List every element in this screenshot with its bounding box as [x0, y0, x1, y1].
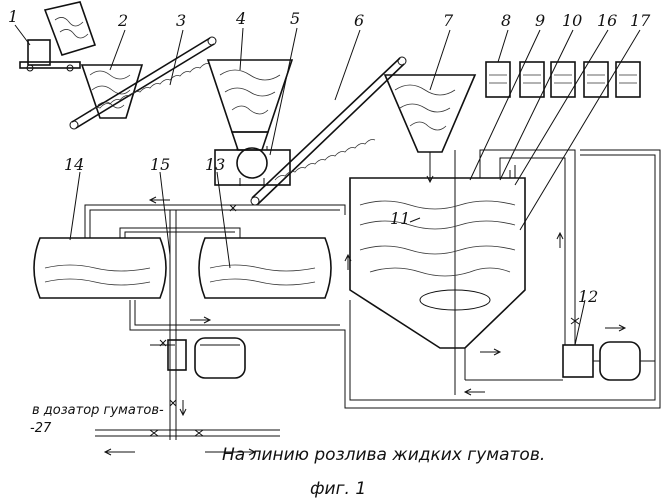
label-12: 12 [578, 287, 598, 306]
dosing-note-line2: -27 [30, 421, 52, 436]
label-14: 14 [64, 155, 84, 174]
label-16: 16 [597, 11, 617, 30]
caption: На линию розлива жидких гуматов. [222, 445, 545, 465]
loader-1 [20, 2, 95, 71]
label-1: 1 [8, 7, 18, 26]
label-6: 6 [354, 11, 364, 30]
label-13: 13 [205, 155, 225, 174]
label-15: 15 [150, 155, 170, 174]
piping [85, 150, 660, 455]
pump-12 [465, 342, 655, 380]
conveyor-3 [70, 37, 216, 129]
reagent-tanks [486, 62, 640, 97]
hopper-7 [385, 75, 475, 182]
crusher-5 [215, 146, 290, 186]
label-8: 8 [501, 11, 511, 30]
label-7: 7 [443, 11, 454, 30]
label-4: 4 [235, 9, 246, 28]
hopper-4 [208, 60, 292, 150]
label-9: 9 [535, 11, 545, 30]
storage-tank-13 [199, 238, 331, 298]
dosing-note-line1: в дозатор гуматов- [32, 403, 164, 418]
figure-number: фиг. 1 [310, 479, 366, 499]
label-2: 2 [117, 11, 128, 30]
label-5: 5 [290, 9, 300, 28]
storage-tank-14 [34, 238, 166, 298]
conveyor-6 [251, 57, 406, 205]
label-10: 10 [562, 11, 582, 30]
label-11: 11 [390, 209, 410, 228]
label-17: 17 [630, 11, 651, 30]
label-3: 3 [176, 11, 186, 30]
reactor-11 [350, 150, 575, 395]
leader-lines [15, 25, 640, 345]
